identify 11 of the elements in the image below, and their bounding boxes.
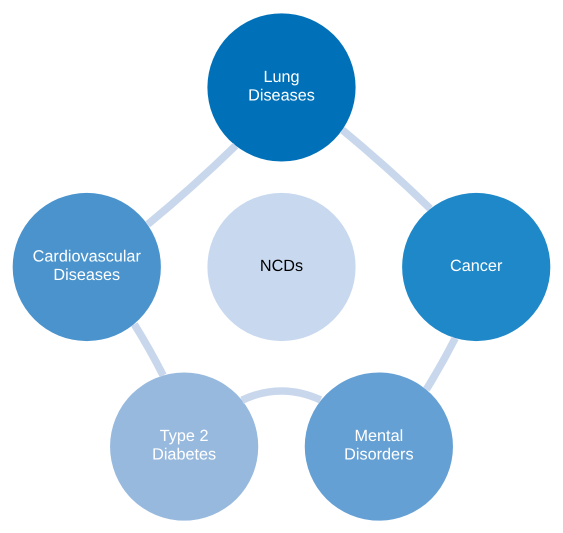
connector (340, 126, 433, 211)
connector (240, 386, 322, 404)
node-circle: Mental Disorders (304, 372, 453, 520)
connector (145, 142, 238, 227)
connector (131, 322, 167, 377)
node-circle: NCDs (207, 192, 356, 341)
node-circle: Lung Diseases (207, 12, 356, 162)
node-circle: Cardiovascular Diseases (12, 192, 161, 341)
node-circle: Cancer (402, 192, 550, 341)
node-circle: Type 2 Diabetes (110, 372, 258, 520)
connector (423, 336, 459, 392)
